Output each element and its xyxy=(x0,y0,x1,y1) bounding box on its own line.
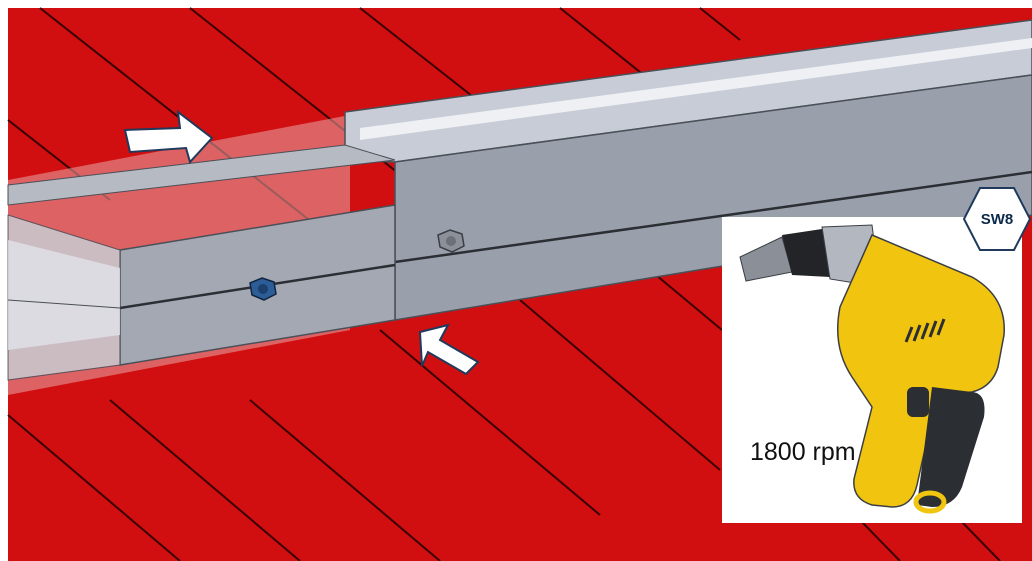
bolt-grey xyxy=(437,229,465,253)
connector-top-face xyxy=(7,144,396,206)
drill-inset-panel xyxy=(722,217,1022,523)
arrow-right-icon xyxy=(123,109,214,164)
arrow-up-left-icon xyxy=(418,323,480,376)
socket-size-badge: SW8 xyxy=(980,210,1014,228)
rail-midline xyxy=(394,170,1032,264)
rail-top-groove xyxy=(360,38,1032,140)
connector-inner-channel xyxy=(8,240,120,350)
power-drill-icon xyxy=(739,224,1005,514)
hexagon-icon xyxy=(962,187,1032,251)
channel-edge-line xyxy=(7,299,121,309)
bolt-blue xyxy=(249,277,277,301)
drill-speed-label: 1800 rpm xyxy=(750,438,856,466)
